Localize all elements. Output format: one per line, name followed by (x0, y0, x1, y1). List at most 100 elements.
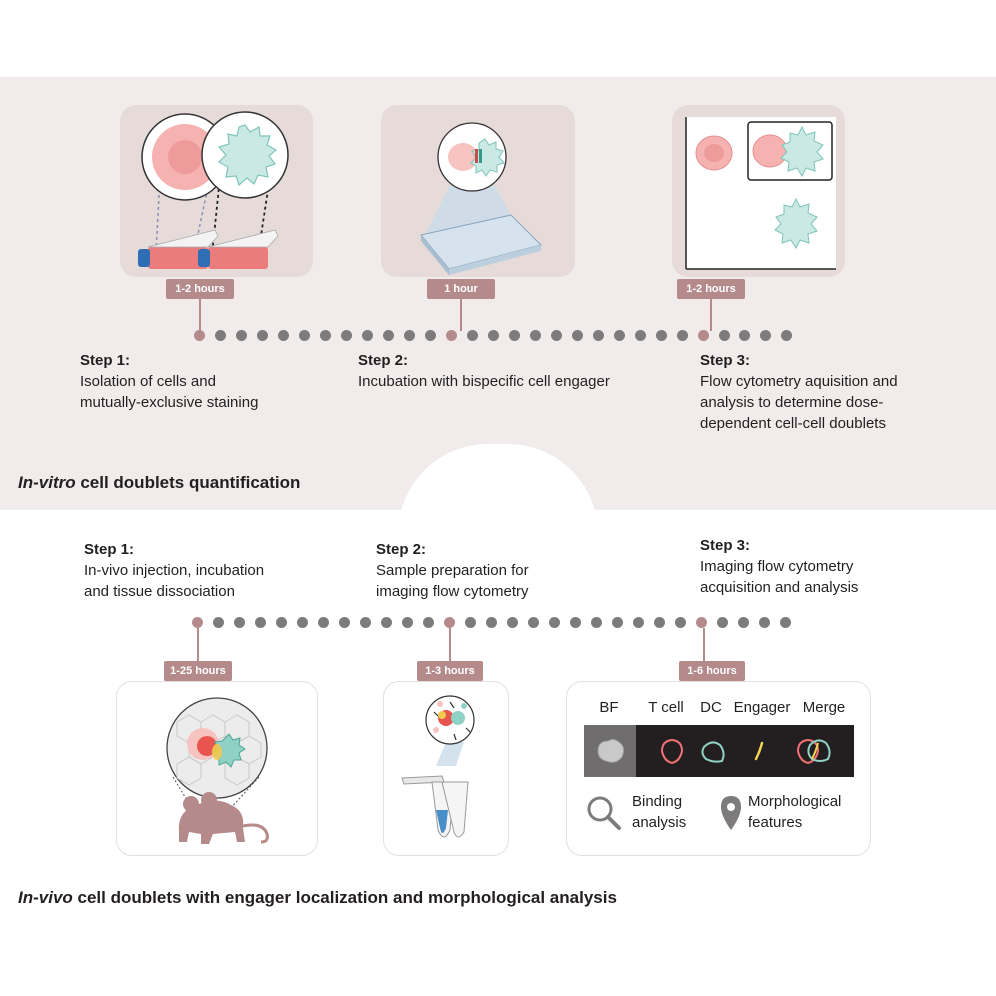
timeline-dot (235, 330, 247, 341)
timeline-dot (487, 330, 499, 341)
legend-line: Binding (632, 793, 683, 810)
timeline-dot (382, 330, 394, 341)
tag-connector (197, 628, 199, 662)
timeline-dot (381, 617, 392, 628)
timeline-dot (507, 617, 518, 628)
timeline-dot (528, 617, 539, 628)
title-italic: In-vitro (18, 473, 76, 492)
legend-line: Morphological (748, 793, 842, 810)
timeline-dot (613, 330, 625, 341)
channel-label-tcell: T cell (648, 699, 684, 716)
step2-illustration-card (381, 105, 575, 277)
timeline-dot (592, 330, 604, 341)
timeline-dot (633, 617, 644, 628)
timeline-dot (571, 330, 583, 341)
timeline-dot (529, 330, 541, 341)
time-tag: 1-6 hours (679, 661, 745, 681)
timeline-dot (213, 617, 224, 628)
tag-connector (449, 628, 451, 662)
timeline-dot (508, 330, 520, 341)
invitro-timeline (0, 330, 996, 342)
timeline-step-marker (444, 617, 455, 628)
timeline-dot (781, 330, 793, 341)
invivo-step1-text: Step 1: In-vivo injection, incubation an… (84, 541, 344, 602)
timeline-dot (214, 330, 226, 341)
timeline-dot (424, 330, 436, 341)
timeline-dot (339, 617, 350, 628)
legend-line: features (748, 814, 803, 831)
step-desc-line: imaging flow cytometry (376, 583, 529, 600)
step-desc-line: Isolation of cells and (80, 373, 216, 390)
timeline-dot (780, 617, 791, 628)
time-tag: 1-2 hours (166, 279, 234, 299)
invitro-section-title: In-vitro cell doublets quantification (18, 473, 300, 493)
timeline-dot (739, 330, 751, 341)
timeline-dot (403, 330, 415, 341)
invivo-section-title: In-vivo cell doublets with engager local… (18, 888, 617, 908)
timeline-dot (634, 330, 646, 341)
channel-label-merge: Merge (802, 699, 846, 716)
timeline-dot (319, 330, 331, 341)
timeline-dot (361, 330, 373, 341)
timeline-dot (612, 617, 623, 628)
step-title: Step 2: (358, 352, 409, 369)
legend-line: analysis (632, 814, 687, 831)
timeline-dot (340, 330, 352, 341)
step-title: Step 1: (80, 352, 131, 369)
tag-connector (460, 299, 462, 331)
invivo-step2-card (383, 681, 509, 856)
timeline-step-marker (696, 617, 707, 628)
location-pin-icon (721, 796, 741, 830)
timeline-dot (759, 617, 770, 628)
invitro-step1-text: Step 1: Isolation of cells and mutually-… (80, 352, 340, 413)
timeline-dot (256, 330, 268, 341)
timeline-dot (277, 330, 289, 341)
imaging-channels-strip (584, 725, 854, 777)
invivo-step3-text: Step 3: Imaging flow cytometry acquisiti… (700, 537, 960, 598)
step-title: Step 3: (700, 537, 751, 554)
timeline-dot (402, 617, 413, 628)
timeline-dot (718, 330, 730, 341)
timeline-dot (654, 617, 665, 628)
timeline-dot (234, 617, 245, 628)
time-tag: 1-25 hours (164, 661, 232, 681)
timeline-dot (738, 617, 749, 628)
step-desc-line: In-vivo injection, incubation (84, 562, 265, 579)
invivo-step2-text: Step 2: Sample preparation for imaging f… (376, 541, 636, 602)
cell-isolation-illustration (138, 111, 289, 269)
step-desc-line: Flow cytometry aquisition and (700, 373, 898, 390)
timeline-dot (318, 617, 329, 628)
step-title: Step 2: (376, 541, 427, 558)
step3-illustration-card (672, 105, 845, 277)
timeline-dot (550, 330, 562, 341)
invivo-step3-card: BF T cell DC Engager Merge Binding analy… (566, 681, 871, 856)
timeline-step-marker (194, 330, 205, 341)
timeline-dot (655, 330, 667, 341)
channel-label-engager: Engager (733, 699, 791, 716)
flow-cytometry-plot-illustration (685, 117, 836, 270)
invitro-step3-text: Step 3: Flow cytometry aquisition and an… (700, 352, 960, 434)
step-desc-line: Incubation with bispecific cell engager (358, 373, 610, 390)
title-rest: cell doublets with engager localization … (72, 888, 617, 907)
step-desc-line: and tissue dissociation (84, 583, 235, 600)
time-tag: 1-2 hours (677, 279, 745, 299)
step-desc-line: acquisition and analysis (700, 579, 859, 596)
step-desc-line: Imaging flow cytometry (700, 558, 854, 575)
timeline-dot (675, 617, 686, 628)
timeline-step-marker (445, 330, 457, 341)
time-tag: 1 hour (427, 279, 495, 299)
timeline-dot (486, 617, 497, 628)
invivo-timeline (0, 617, 996, 629)
timeline-dot (297, 617, 308, 628)
morphological-features-label: Morphological features (748, 791, 841, 833)
timeline-dot (466, 330, 478, 341)
timeline-dot (760, 330, 772, 341)
timeline-dot (570, 617, 581, 628)
incubation-illustration (420, 122, 542, 275)
step-desc-line: dependent cell-cell doublets (700, 415, 886, 432)
timeline-dot (465, 617, 476, 628)
step-title: Step 3: (700, 352, 751, 369)
timeline-dot (276, 617, 287, 628)
tag-connector (710, 299, 712, 331)
timeline-dot (255, 617, 266, 628)
